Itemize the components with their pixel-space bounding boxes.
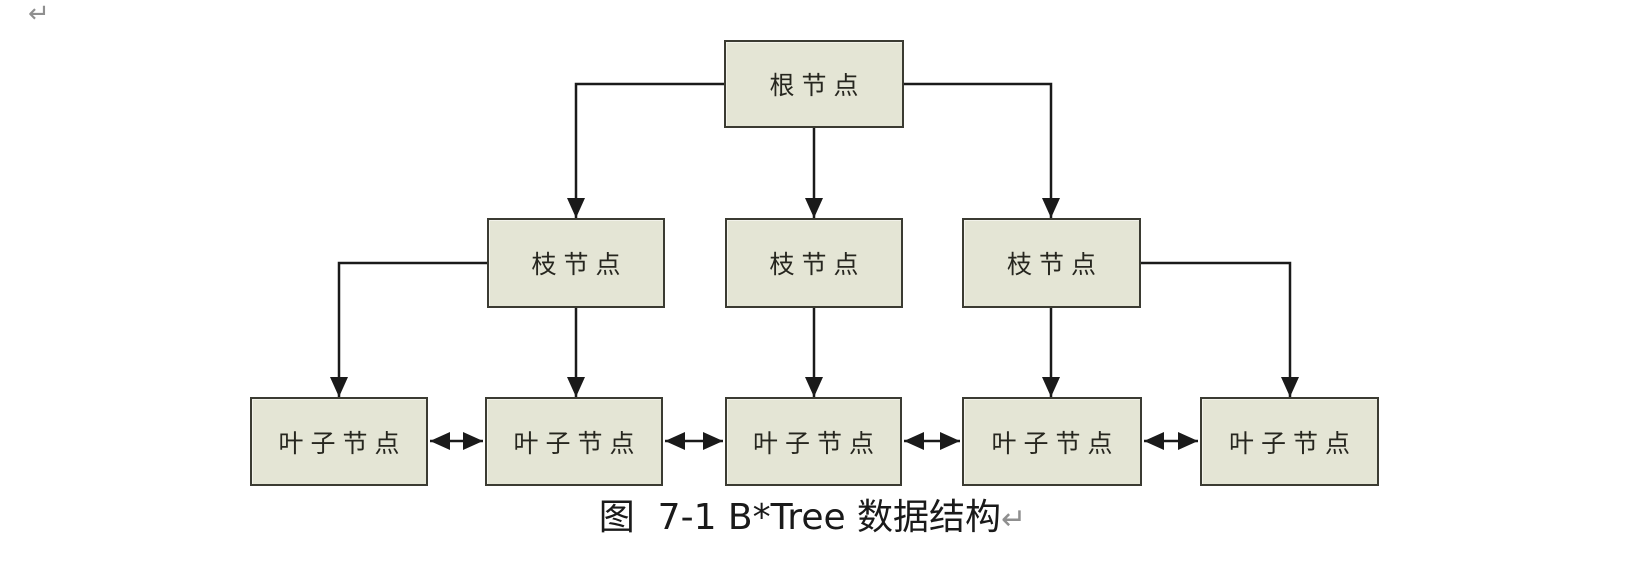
node-leaf-4: 叶子节点 <box>962 397 1142 486</box>
edge-root-to-left-branch <box>567 82 724 218</box>
edge-root-to-right-branch <box>904 82 1060 218</box>
node-leaf-1: 叶子节点 <box>250 397 428 486</box>
node-leaf-3: 叶子节点 <box>725 397 902 486</box>
node-branch-3: 枝节点 <box>962 218 1141 308</box>
node-root: 根节点 <box>724 40 904 128</box>
figure-caption: 图 7-1 B*Tree 数据结构↵ <box>0 494 1625 544</box>
node-leaf-2: 叶子节点 <box>485 397 663 486</box>
node-branch-1: 枝节点 <box>487 218 665 308</box>
paragraph-mark-top: ↵ <box>28 0 50 29</box>
figure-caption-text: 图 7-1 B*Tree 数据结构 <box>598 497 1002 538</box>
node-leaf-5: 叶子节点 <box>1200 397 1379 486</box>
edge-left-branch-to-leaf-1 <box>330 261 487 397</box>
node-branch-2: 枝节点 <box>725 218 903 308</box>
paragraph-mark-caption: ↵ <box>1001 502 1027 537</box>
edge-right-branch-to-leaf-5 <box>1141 261 1299 397</box>
